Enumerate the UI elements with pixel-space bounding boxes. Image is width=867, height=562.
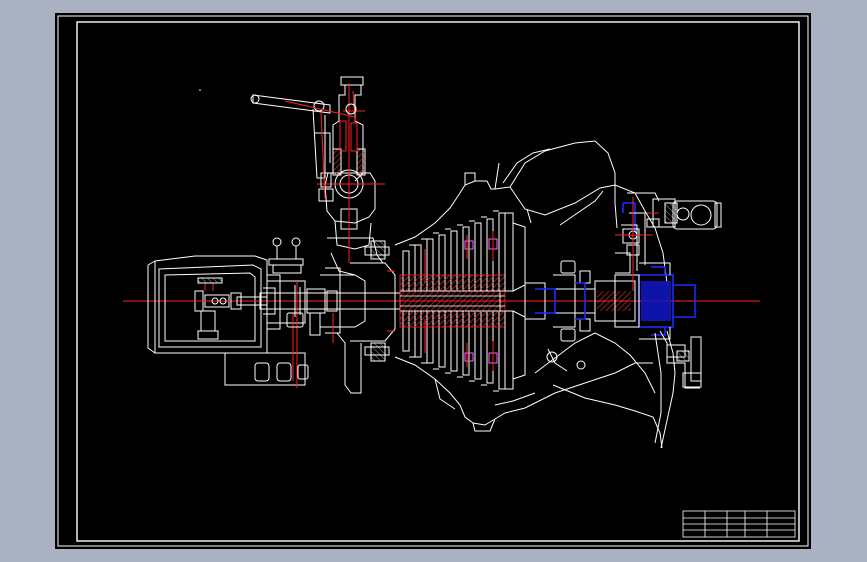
drawing-sheet (55, 13, 811, 549)
title-block-lines (682, 510, 796, 538)
pressure-gauge-pair (268, 237, 304, 274)
oil-pump-assembly (615, 192, 722, 274)
outer-border (57, 15, 809, 547)
rotor-hatch (399, 274, 506, 328)
exhaust-hood (534, 173, 676, 449)
rotor-core-lines (400, 295, 505, 307)
blade-tips (464, 231, 498, 371)
pump-red-lines (615, 197, 659, 291)
rear-bearing-stand (614, 262, 702, 444)
front-bearing-housing (147, 255, 309, 386)
rotor-shaft (236, 285, 401, 317)
shaft-coupling (263, 281, 298, 388)
turbine-cross-section-drawing (57, 15, 809, 547)
rear-shaft-hatch (597, 291, 631, 311)
valve-red-details (317, 83, 385, 263)
valve-lever-arm (250, 94, 357, 202)
title-block (683, 511, 795, 537)
inner-border (76, 21, 800, 542)
governor-assembly (187, 277, 260, 340)
diaphragms (409, 210, 499, 392)
stray-mark (199, 89, 201, 91)
casing-red-lines (332, 249, 426, 353)
coupling-blue-fill (641, 281, 671, 321)
turbine-casing (394, 140, 656, 432)
